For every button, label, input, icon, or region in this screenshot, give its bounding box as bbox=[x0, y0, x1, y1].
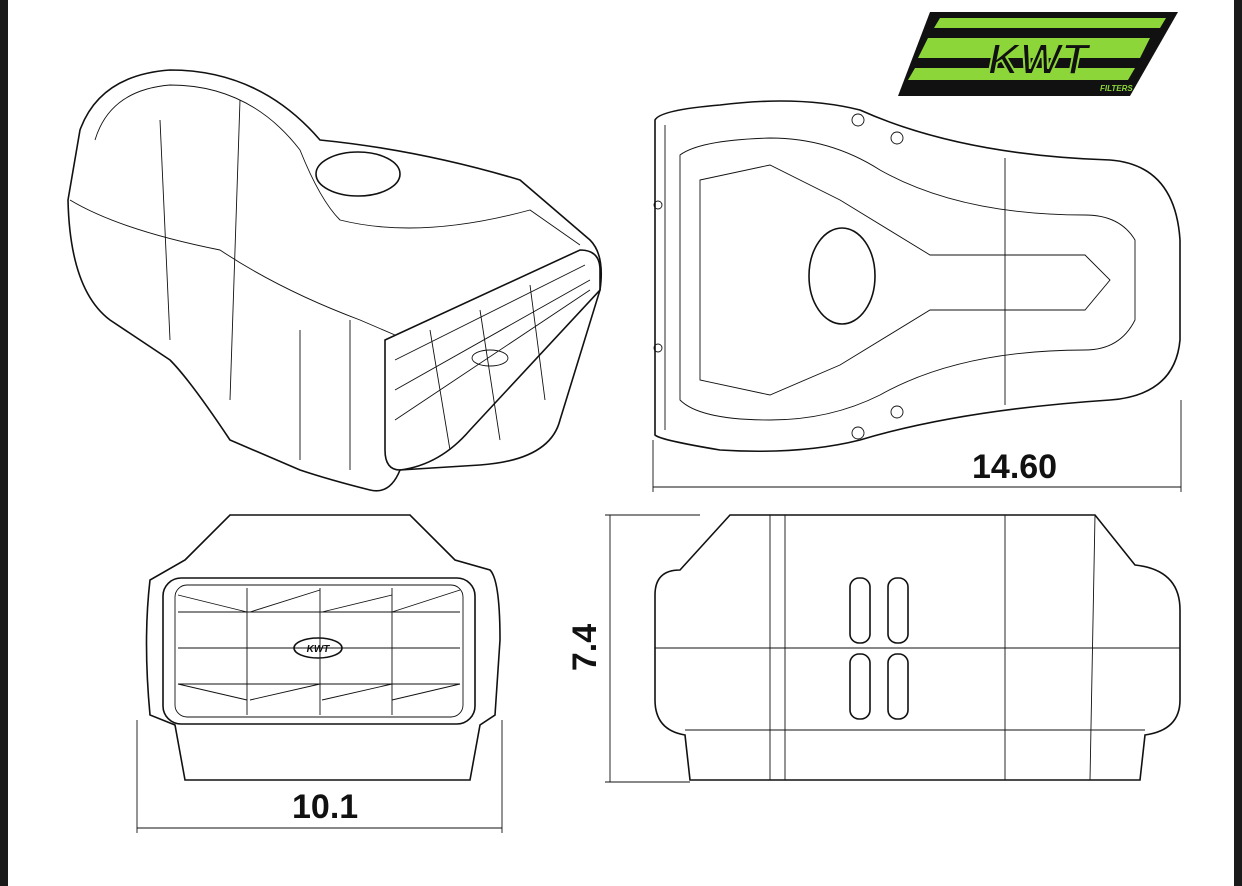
height-dimension: 7.4 bbox=[566, 623, 605, 672]
logo-subtext: FILTERS bbox=[1100, 84, 1133, 93]
logo-text: KWT bbox=[988, 35, 1091, 84]
top-view bbox=[653, 100, 1181, 453]
right-border bbox=[1234, 0, 1242, 886]
left-border bbox=[0, 0, 8, 886]
width-dimension: 10.1 bbox=[292, 788, 359, 826]
grille-badge: KWT bbox=[307, 644, 331, 655]
front-view: KWT bbox=[145, 514, 501, 781]
length-dimension: 14.60 bbox=[972, 448, 1058, 486]
kwt-logo: KWT FILTERS bbox=[898, 12, 1178, 96]
isometric-view bbox=[67, 69, 603, 492]
side-view bbox=[654, 514, 1181, 781]
dimension-lines bbox=[136, 400, 1182, 833]
